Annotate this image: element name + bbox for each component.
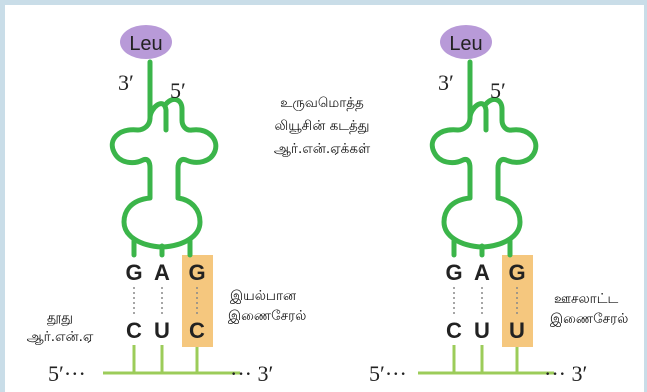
left-anticodon-base-3: G — [188, 260, 205, 285]
left-anticodon-base-1: G — [125, 260, 142, 285]
left-trna-body — [109, 59, 219, 258]
center-label-line3: ஆர்.என்.ஏக்கள் — [274, 141, 371, 157]
right-wobble-highlight — [502, 255, 533, 347]
center-label-line2: லியூசின் கடத்து — [275, 118, 370, 134]
left-wobble-highlight — [182, 255, 213, 347]
left-d-loop — [147, 101, 169, 133]
right-leu-ellipse — [440, 25, 492, 59]
right-3-prime-label: 3′ — [438, 70, 454, 95]
left-pairing-label-line2: இணைசேரல் — [228, 308, 306, 324]
left-5-end — [163, 96, 185, 112]
right-codon-base-2: U — [474, 318, 490, 343]
right-5-prime-label: 5′ — [490, 78, 506, 103]
right-anticodon-base-2: A — [474, 260, 490, 285]
left-leu-label: Leu — [129, 33, 162, 55]
right-leu-label: Leu — [449, 33, 482, 55]
left-mrna-5-label: 5′··· — [48, 361, 86, 386]
left-mrna-strand — [103, 345, 240, 375]
left-pairing-label-line1: இயல்பான — [230, 288, 297, 304]
right-mrna-5-label: 5′··· — [369, 361, 407, 386]
left-codon-base-1: C — [126, 318, 142, 343]
right-5-end — [483, 96, 505, 112]
mrna-label-line2: ஆர்.என்.ஏ — [27, 329, 94, 345]
left-anticodon-base-2: A — [154, 260, 170, 285]
right-pairing-label-line1: ஊசலாட்ட — [554, 291, 618, 307]
right-anticodon-base-3: G — [508, 260, 525, 285]
left-3-prime-label: 3′ — [118, 70, 134, 95]
right-d-loop — [467, 101, 489, 133]
right-mrna-3-label: ··· 3′ — [544, 361, 587, 386]
right-pairing-label-line2: இணைசேரல் — [550, 311, 628, 327]
right-trna-body — [429, 59, 539, 258]
left-trna: Leu 3′ 5′ G A G C U C — [27, 25, 306, 386]
left-mrna-3-label: ··· 3′ — [230, 361, 273, 386]
left-leu-ellipse — [120, 25, 172, 59]
left-codon-base-3: C — [189, 318, 205, 343]
right-anticodon-base-1: G — [445, 260, 462, 285]
left-5-prime-label: 5′ — [170, 78, 186, 103]
left-pair-dots — [133, 287, 198, 317]
right-codon-base-3: U — [509, 318, 525, 343]
right-trna: Leu 3′ 5′ G A G C U U 5′··· ··· 3′ ஊச — [369, 25, 628, 386]
right-codon-base-1: C — [446, 318, 462, 343]
mrna-label-line1: தூது — [47, 310, 73, 326]
center-label-line1: உருவமொத்த — [280, 95, 364, 111]
right-pair-dots — [453, 287, 518, 317]
right-mrna-strand — [418, 345, 554, 375]
left-codon-base-2: U — [154, 318, 170, 343]
